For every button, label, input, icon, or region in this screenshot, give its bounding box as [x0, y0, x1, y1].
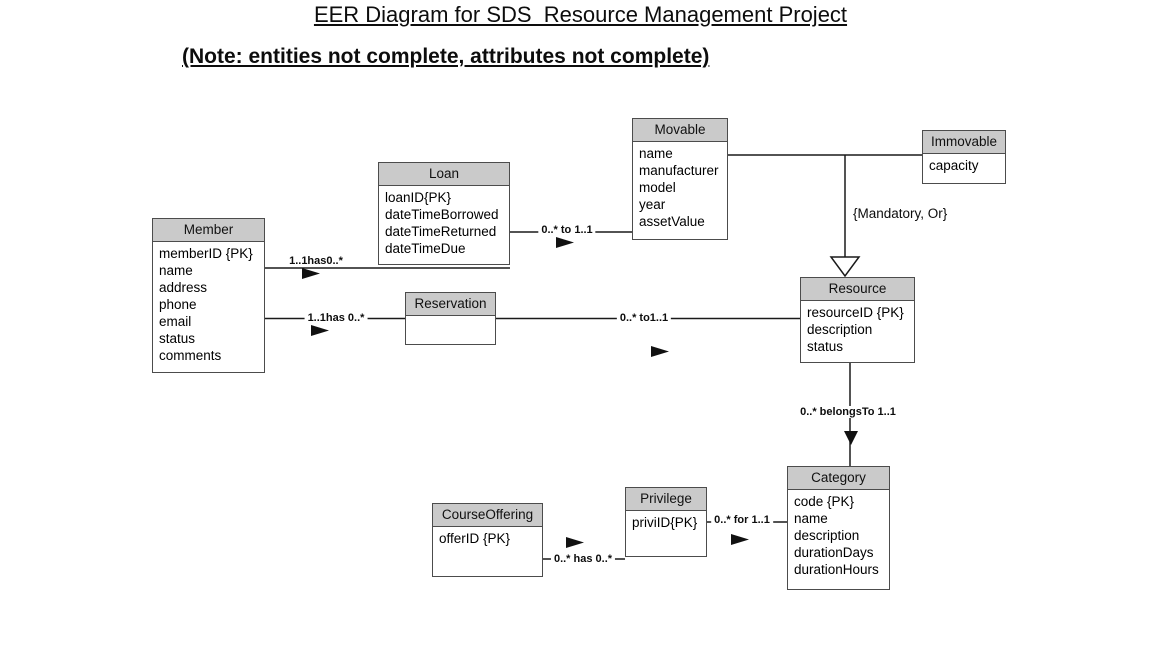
arrow-right-icon: [566, 537, 584, 548]
entity-category-title: Category: [788, 467, 889, 490]
cardinality-label-member-reservation: 1..1has 0..*: [304, 312, 368, 324]
attribute: offerID {PK}: [439, 531, 511, 546]
attribute: status: [159, 331, 196, 346]
attribute: dateTimeBorrowed: [385, 207, 499, 222]
attribute: description: [794, 528, 860, 543]
attribute: memberID {PK}: [159, 246, 253, 261]
entity-privilege-title: Privilege: [626, 488, 706, 511]
arrow-right-icon: [651, 346, 669, 357]
attribute: capacity: [929, 158, 979, 173]
cardinality-label-reservation-resource: 0..* to1..1: [616, 312, 672, 324]
attribute: dateTimeDue: [385, 241, 466, 256]
entity-immovable-attributes: capacity: [923, 154, 1005, 177]
isa-hollow-triangle-icon: [829, 256, 861, 278]
attribute: code {PK}: [794, 494, 855, 509]
diagram-subtitle: (Note: entities not complete, attributes…: [182, 45, 710, 68]
cardinality-label-privilege-category: 0..* for 1..1: [711, 514, 773, 526]
cardinality-label-loan-movable: 0..* to 1..1: [538, 224, 596, 236]
entity-immovable-title: Immovable: [923, 131, 1005, 154]
entity-movable-title: Movable: [633, 119, 727, 142]
entity-category[interactable]: Category code {PK} name description dura…: [787, 466, 890, 590]
entity-resource[interactable]: Resource resourceID {PK} description sta…: [800, 277, 915, 363]
entity-loan[interactable]: Loan loanID{PK} dateTimeBorrowed dateTim…: [378, 162, 510, 265]
arrow-right-icon: [556, 237, 574, 248]
attribute: assetValue: [639, 214, 705, 229]
entity-member[interactable]: Member memberID {PK} name address phone …: [152, 218, 265, 373]
attribute: comments: [159, 348, 222, 363]
arrow-right-icon: [731, 534, 749, 545]
entity-privilege-attributes: priviID{PK}: [626, 511, 706, 534]
entity-privilege[interactable]: Privilege priviID{PK}: [625, 487, 707, 557]
attribute: manufacturer: [639, 163, 719, 178]
entity-resource-attributes: resourceID {PK} description status: [801, 301, 914, 358]
entity-reservation[interactable]: Reservation: [405, 292, 496, 345]
entity-loan-title: Loan: [379, 163, 509, 186]
entity-courseoffering-attributes: offerID {PK}: [433, 527, 542, 550]
attribute: priviID{PK}: [632, 515, 698, 530]
attribute: status: [807, 339, 844, 354]
entity-member-title: Member: [153, 219, 264, 242]
attribute: name: [639, 146, 673, 161]
arrow-right-icon: [311, 325, 329, 336]
entity-loan-attributes: loanID{PK} dateTimeBorrowed dateTimeRetu…: [379, 186, 509, 260]
attribute: name: [159, 263, 193, 278]
entity-category-attributes: code {PK} name description durationDays …: [788, 490, 889, 581]
entity-reservation-attributes: [406, 316, 495, 322]
attribute: durationHours: [794, 562, 879, 577]
attribute: phone: [159, 297, 197, 312]
attribute: dateTimeReturned: [385, 224, 497, 239]
entity-reservation-title: Reservation: [406, 293, 495, 316]
cardinality-label-resource-category: 0..* belongsTo 1..1: [797, 406, 899, 418]
attribute: durationDays: [794, 545, 874, 560]
arrow-right-icon: [302, 268, 320, 279]
diagram-title: EER Diagram for SDS Resource Management …: [313, 2, 848, 27]
arrow-down-icon: [844, 431, 858, 445]
cardinality-label-courseoffering-privilege: 0..* has 0..*: [550, 553, 616, 565]
attribute: name: [794, 511, 828, 526]
entity-resource-title: Resource: [801, 278, 914, 301]
attribute: email: [159, 314, 192, 329]
attribute: model: [639, 180, 676, 195]
entity-courseoffering-title: CourseOffering: [433, 504, 542, 527]
attribute: year: [639, 197, 666, 212]
cardinality-label-member-loan: 1..1has0..*: [286, 255, 346, 267]
entity-movable[interactable]: Movable name manufacturer model year ass…: [632, 118, 728, 240]
entity-courseoffering[interactable]: CourseOffering offerID {PK}: [432, 503, 543, 577]
attribute: address: [159, 280, 208, 295]
inheritance-constraint-label: {Mandatory, Or}: [853, 206, 948, 221]
attribute: description: [807, 322, 873, 337]
entity-immovable[interactable]: Immovable capacity: [922, 130, 1006, 184]
attribute: resourceID {PK}: [807, 305, 904, 320]
attribute: loanID{PK}: [385, 190, 452, 205]
entity-member-attributes: memberID {PK} name address phone email s…: [153, 242, 264, 367]
entity-movable-attributes: name manufacturer model year assetValue: [633, 142, 727, 233]
